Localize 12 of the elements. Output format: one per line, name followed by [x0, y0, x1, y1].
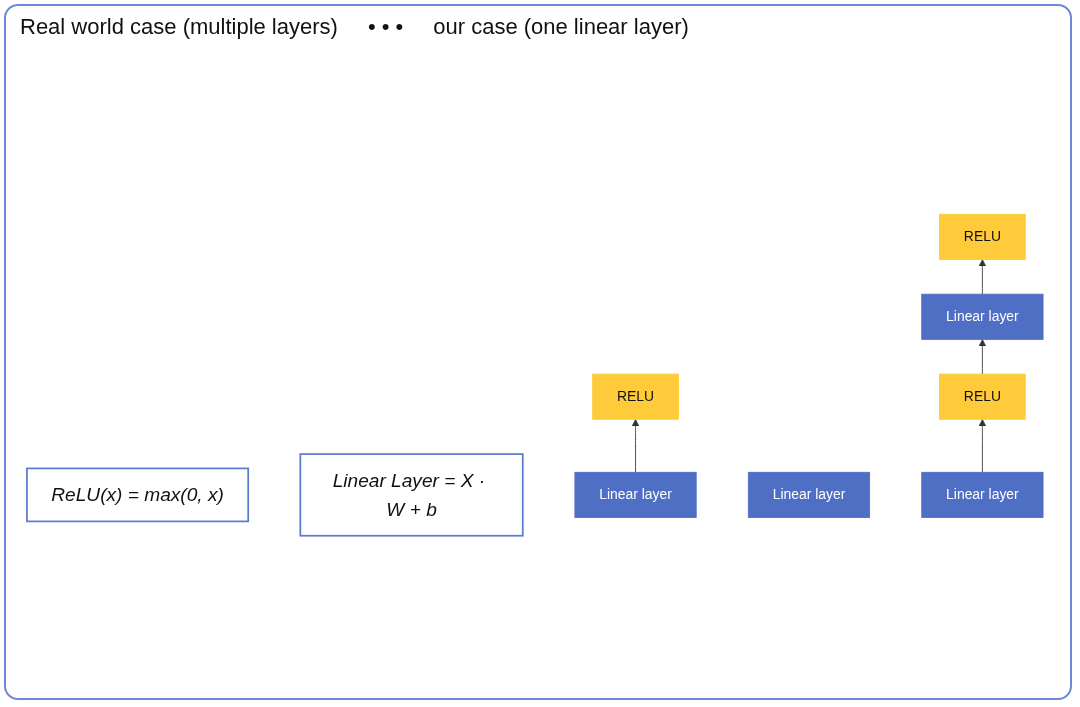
heading-text: our case (one linear layer) — [433, 14, 689, 40]
node-box: Linear layer — [574, 471, 697, 518]
node-box: ReLU(x) = max(0, x) — [26, 467, 250, 523]
node-box: Linear layer — [921, 293, 1044, 340]
heading-text: Real world case (multiple layers) — [20, 14, 338, 40]
node-box: Linear layer — [921, 471, 1044, 518]
node-box: RELU — [592, 373, 679, 420]
heading-text: • • • — [367, 14, 404, 40]
node-box: Linear layer — [747, 471, 871, 518]
node-box: Linear Layer = X · W + b — [299, 453, 524, 537]
node-box: RELU — [939, 373, 1026, 420]
node-box: RELU — [939, 213, 1026, 260]
